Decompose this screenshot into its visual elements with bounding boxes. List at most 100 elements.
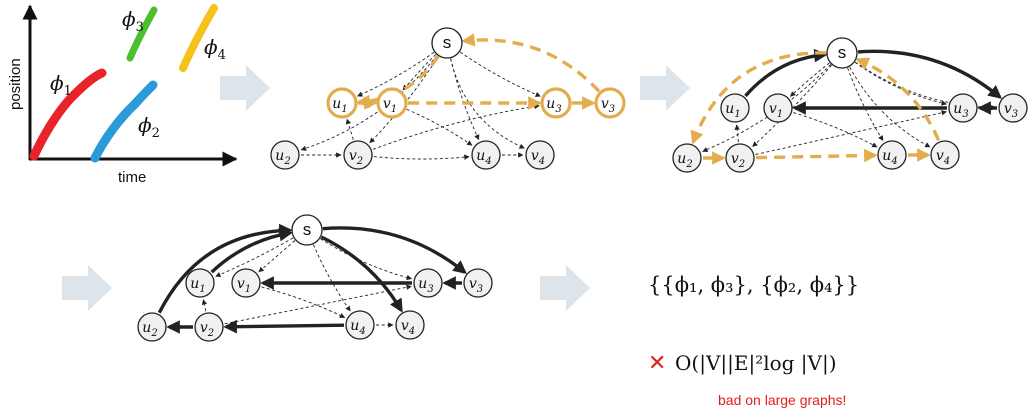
node-label-u1: u1 xyxy=(725,101,740,120)
tracklet-phi3 xyxy=(126,6,158,62)
node-v3: v3 xyxy=(463,268,493,298)
edge-s-u4 xyxy=(847,67,884,142)
node-label-s: s xyxy=(303,220,312,239)
edge-s-u2 xyxy=(690,51,827,145)
edges xyxy=(157,223,467,334)
node-label-v2: v2 xyxy=(200,320,214,339)
node-v2: v2 xyxy=(725,143,755,173)
edge-s-v1 xyxy=(258,240,296,273)
node-label-u2: u2 xyxy=(275,148,290,167)
edge-v2-u4 xyxy=(373,154,470,160)
graph-panel-3: s u1 v1 u3 v3 u2 v2 u4 v4 xyxy=(137,214,493,342)
node-u1: u1 xyxy=(720,93,750,123)
edges xyxy=(690,48,1002,165)
node-s: s xyxy=(431,27,463,59)
node-label-u3: u3 xyxy=(953,101,968,120)
edge-v2-u1 xyxy=(345,118,354,140)
step-arrow xyxy=(220,65,270,111)
node-label-v2: v2 xyxy=(731,151,745,170)
edge-s-v4 xyxy=(849,66,931,148)
step-arrow xyxy=(62,265,112,311)
node-u2: u2 xyxy=(672,143,702,173)
node-label-v1: v1 xyxy=(769,101,783,120)
node-u3: u3 xyxy=(413,268,443,298)
tracklet-phi4 xyxy=(179,4,218,72)
node-v2: v2 xyxy=(343,140,373,170)
node-label-v2: v2 xyxy=(349,148,363,167)
edge-v1-u4 xyxy=(261,286,346,319)
node-label-u2: u2 xyxy=(677,151,692,170)
edge-v2-u1 xyxy=(734,124,740,143)
node-u3: u3 xyxy=(948,93,978,123)
tracklet-phi1 xyxy=(29,68,107,161)
node-v2: v2 xyxy=(194,312,224,342)
node-v1: v1 xyxy=(763,93,793,123)
node-v3: v3 xyxy=(594,87,626,119)
node-label-u2: u2 xyxy=(142,320,157,339)
edge-v1-u4 xyxy=(406,108,473,146)
edge-s-v3 xyxy=(857,49,1002,99)
node-v1: v1 xyxy=(231,268,261,298)
edge-u2-s xyxy=(157,223,293,314)
node-u4: u4 xyxy=(345,310,375,340)
node-label-u3: u3 xyxy=(546,96,561,115)
node-label-v4: v4 xyxy=(531,148,545,167)
edge-s-v4 xyxy=(450,58,525,149)
node-label-v1: v1 xyxy=(237,276,251,295)
label-phi4: ϕ4 xyxy=(204,35,226,63)
edge-v2-u3 xyxy=(755,110,947,155)
node-v4: v4 xyxy=(395,310,425,340)
node-u4: u4 xyxy=(877,140,907,170)
edge-v1-u4 xyxy=(793,112,878,148)
tracklet-phi2 xyxy=(90,80,158,163)
node-label-u1: u1 xyxy=(332,96,347,115)
node-s: s xyxy=(826,37,858,69)
x-axis-label: time xyxy=(118,169,146,186)
label-phi3: ϕ3 xyxy=(122,7,144,35)
node-label-u4: u4 xyxy=(882,148,897,167)
graph-panel-1: s u1 v1 u3 v3 u2 v2 u4 v4 xyxy=(270,27,626,170)
node-v3: v3 xyxy=(998,93,1028,123)
edge-u1-s xyxy=(744,48,828,98)
partition-result: {{ϕ₁, ϕ₃}, {ϕ₂, ϕ₄}} xyxy=(648,273,859,297)
edge-s-v3 xyxy=(322,226,467,275)
node-label-v1: v1 xyxy=(383,96,397,115)
node-label-u4: u4 xyxy=(476,148,491,167)
warning-text: bad on large graphs! xyxy=(718,392,846,408)
step-arrow xyxy=(540,265,590,311)
node-label-v4: v4 xyxy=(936,148,950,167)
node-label-v3: v3 xyxy=(601,96,615,115)
node-label-v3: v3 xyxy=(469,276,483,295)
tracklet-plot: position time ϕ1 ϕ2 ϕ3 ϕ4 xyxy=(7,4,238,186)
label-phi2: ϕ2 xyxy=(138,113,160,141)
node-s: s xyxy=(291,214,323,246)
nodes: s u1 v1 u3 v3 u2 v2 u4 v4 xyxy=(137,214,493,342)
edge-s-v4 xyxy=(320,235,403,313)
edge-s-u4 xyxy=(450,58,480,141)
node-label-u1: u1 xyxy=(190,276,205,295)
node-v4: v4 xyxy=(525,140,555,170)
edge-s-u3 xyxy=(320,238,413,281)
edge-u1-s xyxy=(210,228,293,274)
node-label-v3: v3 xyxy=(1004,101,1018,120)
edge-u4-v2 xyxy=(223,319,345,334)
edge-v2-u4 xyxy=(755,148,878,163)
nodes: s u1 v1 u3 v3 u2 v2 u4 v4 xyxy=(672,37,1028,173)
node-u4: u4 xyxy=(471,140,501,170)
label-phi1: ϕ1 xyxy=(50,71,72,99)
edge-v3-s xyxy=(461,33,601,93)
step-arrows xyxy=(62,65,690,311)
node-label-v4: v4 xyxy=(401,318,415,337)
node-label-s: s xyxy=(838,43,847,62)
step-arrow xyxy=(640,65,690,111)
edge-s-u3 xyxy=(459,51,541,97)
edge-s-u2 xyxy=(300,55,438,151)
edge-s-u4 xyxy=(312,244,351,312)
node-label-u3: u3 xyxy=(418,276,433,295)
edge-s-u1 xyxy=(356,55,440,109)
edge-s-u1 xyxy=(215,237,294,277)
node-v4: v4 xyxy=(930,140,960,170)
node-label-u4: u4 xyxy=(350,318,365,337)
nodes: s u1 v1 u3 v3 u2 v2 u4 v4 xyxy=(270,27,626,170)
